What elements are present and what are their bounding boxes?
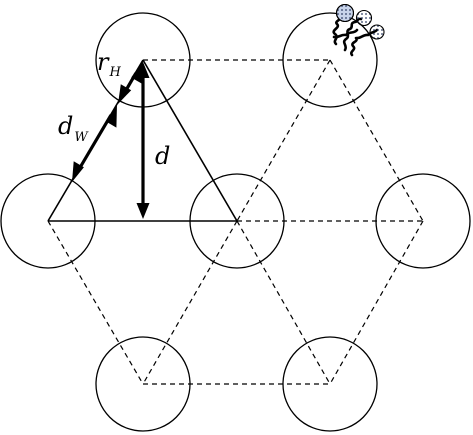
label-r-h-main: r — [97, 48, 110, 76]
label-d-w: dW — [58, 112, 89, 145]
label-d-w-subscript: W — [74, 130, 89, 145]
polymer-chain-icon — [332, 3, 385, 57]
lattice-dashed-lines — [47, 59, 424, 385]
label-r-h: rH — [97, 48, 121, 80]
cylinder-circles — [0, 12, 471, 432]
svg-text:dW: dW — [58, 112, 89, 145]
label-d: d — [155, 142, 170, 170]
d-w-gap-arrow — [72, 104, 117, 182]
label-d-w-main: d — [58, 112, 73, 140]
label-r-h-subscript: H — [108, 65, 121, 80]
r-h-radius-arrow — [118, 61, 143, 104]
svg-text:rH: rH — [97, 48, 121, 80]
d-height-arrow — [136, 62, 150, 219]
